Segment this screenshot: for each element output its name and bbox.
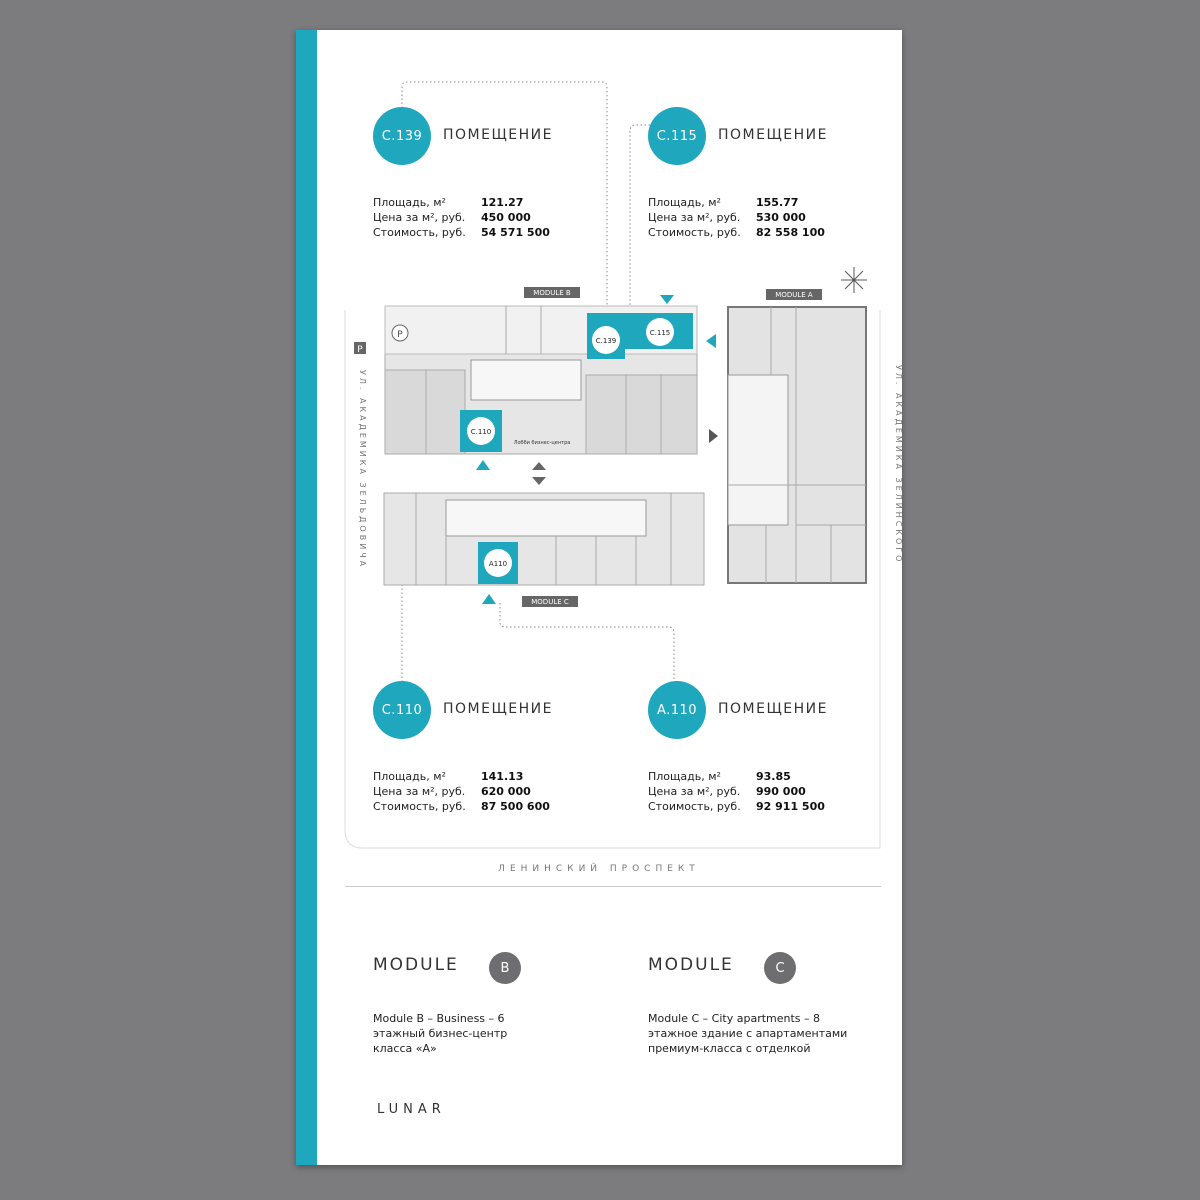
module-a-building — [727, 306, 867, 584]
module-c-building — [383, 492, 705, 586]
total-price-label: Стоимость, руб. — [648, 226, 741, 239]
module-description: Module B – Business – 6 этажный бизнес-ц… — [373, 1012, 508, 1055]
price-per-m2-value: 620 000 — [481, 785, 531, 798]
price-per-m2-label: Цена за м², руб. — [648, 785, 741, 798]
module-title: MODULE — [648, 955, 734, 975]
unit-type: ПОМЕЩЕНИЕ — [718, 127, 828, 143]
total-price-value: 92 911 500 — [756, 800, 825, 813]
total-price-label: Стоимость, руб. — [648, 800, 741, 813]
unit-code-badge: C.139 — [373, 107, 431, 165]
svg-text:C.115: C.115 — [650, 329, 670, 337]
total-price-label: Стоимость, руб. — [373, 226, 466, 239]
svg-text:C.110: C.110 — [471, 428, 491, 436]
module-letter-badge: C — [764, 952, 796, 984]
total-price-value: 82 558 100 — [756, 226, 825, 239]
street-right-label: УЛ. АКАДЕМИКА ЗЕЛИНСКОГО — [894, 365, 902, 564]
unit-code-badge: C.110 — [373, 681, 431, 739]
area-value: 141.13 — [481, 770, 524, 783]
price-per-m2-label: Цена за м², руб. — [648, 211, 741, 224]
area-value: 93.85 — [756, 770, 791, 783]
floor-plan: УЛ. АКАДЕМИКА ЗЕЛЬДОВИЧА УЛ. АКАДЕМИКА З… — [344, 81, 902, 849]
total-price-label: Стоимость, руб. — [373, 800, 466, 813]
svg-text:C.139: C.139 — [596, 337, 616, 345]
total-price-value: 87 500 600 — [481, 800, 550, 813]
total-price-value: 54 571 500 — [481, 226, 550, 239]
svg-text:P: P — [357, 345, 363, 355]
area-label: Площадь, м² — [648, 196, 721, 209]
area-value: 155.77 — [756, 196, 799, 209]
divider — [345, 886, 881, 887]
unit-code-badge: C.115 — [648, 107, 706, 165]
svg-text:P: P — [397, 330, 403, 340]
price-per-m2-value: 530 000 — [756, 211, 806, 224]
price-per-m2-value: 450 000 — [481, 211, 531, 224]
street-bottom-label: ЛЕНИНСКИЙ ПРОСПЕКТ — [498, 864, 700, 874]
price-per-m2-value: 990 000 — [756, 785, 806, 798]
brochure-page: УЛ. АКАДЕМИКА ЗЕЛЬДОВИЧА УЛ. АКАДЕМИКА З… — [296, 30, 902, 1165]
svg-text:MODULE B: MODULE B — [533, 289, 571, 297]
unit-code-badge: A.110 — [648, 681, 706, 739]
svg-text:A110: A110 — [489, 560, 507, 568]
svg-text:Лобби бизнес-центра: Лобби бизнес-центра — [514, 440, 571, 446]
brand-logo: LUNAR — [377, 1102, 446, 1117]
accent-stripe — [296, 30, 317, 1165]
unit-type: ПОМЕЩЕНИЕ — [718, 701, 828, 717]
area-label: Площадь, м² — [373, 770, 446, 783]
module-description: Module C – City apartments – 8 этажное з… — [648, 1012, 848, 1055]
module-b-info: MODULE B Module B – Business – 6 этажный… — [373, 952, 521, 1055]
price-per-m2-label: Цена за м², руб. — [373, 785, 466, 798]
area-label: Площадь, м² — [373, 196, 446, 209]
unit-type: ПОМЕЩЕНИЕ — [443, 701, 553, 717]
street-left-label: УЛ. АКАДЕМИКА ЗЕЛЬДОВИЧА — [358, 370, 367, 569]
module-title: MODULE — [373, 955, 459, 975]
module-letter-badge: B — [489, 952, 521, 984]
svg-text:MODULE A: MODULE A — [775, 291, 813, 299]
area-label: Площадь, м² — [648, 770, 721, 783]
module-c-info: MODULE C Module C – City apartments – 8 … — [648, 952, 847, 1055]
area-value: 121.27 — [481, 196, 524, 209]
price-per-m2-label: Цена за м², руб. — [373, 211, 466, 224]
unit-type: ПОМЕЩЕНИЕ — [443, 127, 553, 143]
svg-text:MODULE C: MODULE C — [531, 598, 569, 606]
